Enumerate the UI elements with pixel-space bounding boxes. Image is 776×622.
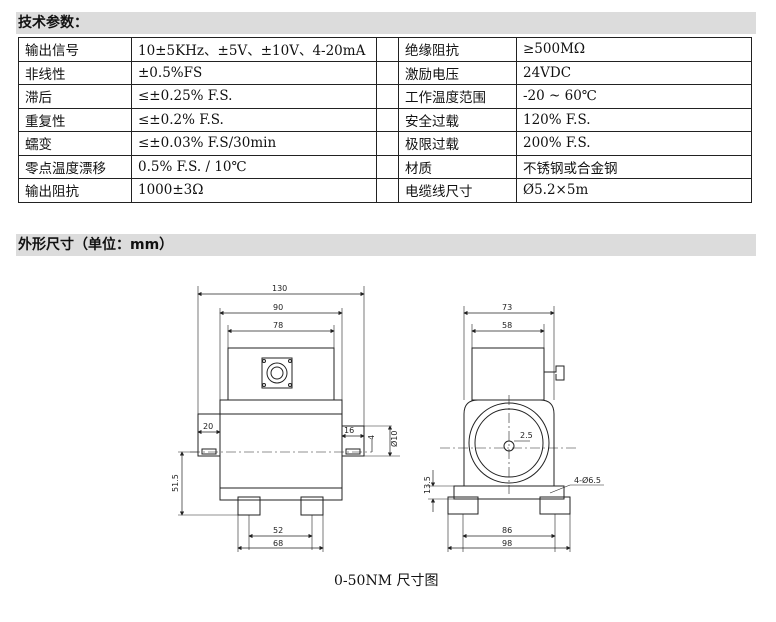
dimensions-header: 外形尺寸（单位：mm）: [16, 234, 756, 256]
tech-params-header: 技术参数：: [16, 12, 756, 34]
param-value: ≥500MΩ: [516, 37, 752, 62]
dim-78: 78: [273, 321, 283, 330]
param-name: 电缆线尺寸: [398, 178, 517, 203]
dim-13-5: 13.5: [423, 476, 432, 494]
dim-51-5: 51.5: [171, 474, 180, 492]
dim-16: 16: [344, 426, 354, 435]
param-value: 1000±3Ω: [131, 178, 377, 203]
param-value: 24VDC: [516, 60, 752, 85]
cable-gland-icon: [544, 365, 565, 381]
param-value: -20 ~ 60℃: [516, 84, 752, 109]
param-name: 工作温度范围: [398, 84, 517, 109]
param-value: ±0.5%FS: [131, 60, 377, 85]
front-view: [178, 286, 400, 552]
param-name: 非线性: [18, 60, 132, 85]
dim-2-5: 2.5: [520, 431, 533, 440]
param-value: ≤±0.25% F.S.: [131, 84, 377, 109]
spec-row: 滞后≤±0.25% F.S. 工作温度范围-20 ~ 60℃: [18, 84, 752, 109]
dim-4: 4: [367, 435, 376, 440]
param-name: 零点温度漂移: [18, 154, 132, 179]
param-value: ≤±0.2% F.S.: [131, 107, 377, 132]
param-name: 重复性: [18, 107, 132, 132]
dim-130: 130: [272, 284, 287, 293]
param-value: 200% F.S.: [516, 131, 752, 156]
param-value: 不锈钢或合金钢: [516, 154, 752, 179]
param-value: ≤±0.03% F.S/30min: [131, 131, 377, 156]
param-name: 极限过载: [398, 131, 517, 156]
dim-68: 68: [273, 539, 283, 548]
dim-73: 73: [502, 303, 512, 312]
dim-52: 52: [273, 526, 283, 535]
dim-86: 86: [502, 526, 512, 535]
param-name: 输出阻抗: [18, 178, 132, 203]
dim-90: 90: [273, 303, 283, 312]
side-view: [428, 306, 604, 552]
param-value: Ø5.2×5m: [516, 178, 752, 203]
param-name: 绝缘阻抗: [398, 37, 517, 62]
dim-20: 20: [203, 422, 213, 431]
dim-holes: 4-Ø6.5: [574, 475, 601, 485]
dim-58: 58: [502, 321, 512, 330]
figure-caption: 0-50NM 尺寸图: [334, 573, 439, 589]
param-name: 滞后: [18, 84, 132, 109]
param-name: 激励电压: [398, 60, 517, 85]
dim-phi10: Ø10: [389, 431, 399, 447]
dim-98: 98: [502, 539, 512, 548]
